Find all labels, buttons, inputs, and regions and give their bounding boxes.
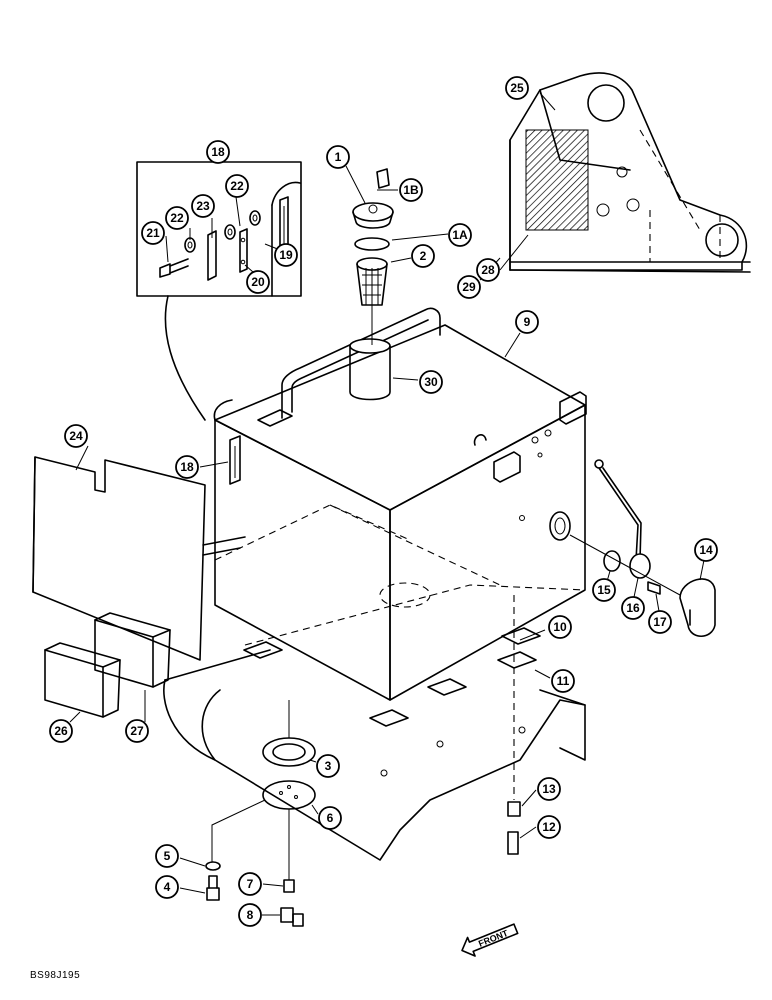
callout-24: 24: [64, 424, 88, 448]
svg-text:5: 5: [164, 849, 171, 863]
callout-28: 28: [476, 258, 500, 282]
svg-text:25: 25: [510, 81, 524, 95]
svg-text:29: 29: [462, 280, 476, 294]
inset-detail-box: [136, 161, 302, 421]
svg-text:7: 7: [247, 877, 254, 891]
drawing-code: BS98J195: [30, 970, 80, 981]
callout-17: 17: [648, 610, 672, 634]
pads: [44, 612, 171, 718]
svg-text:28: 28: [481, 263, 495, 277]
callout-20: 20: [246, 270, 270, 294]
svg-text:6: 6: [327, 811, 334, 825]
callout-30: 30: [419, 370, 443, 394]
callout-9: 9: [515, 310, 539, 334]
callout-26: 26: [49, 719, 73, 743]
svg-text:16: 16: [626, 601, 640, 615]
front-label: FRONT: [477, 928, 510, 949]
callout-7: 7: [238, 872, 262, 896]
cover-plate: [32, 456, 246, 661]
callout-1: 1: [326, 145, 350, 169]
callout-13: 13: [537, 777, 561, 801]
callout-5: 5: [155, 844, 179, 868]
svg-text:13: 13: [542, 782, 556, 796]
svg-text:18: 18: [211, 145, 225, 159]
svg-text:15: 15: [597, 583, 611, 597]
callout-10: 10: [548, 615, 572, 639]
svg-text:23: 23: [196, 199, 210, 213]
frame-detail: [509, 72, 751, 273]
level-sender: [569, 459, 716, 638]
callout-18-tank: 18: [175, 455, 199, 479]
drain-assembly: [205, 595, 521, 927]
callout-8: 8: [238, 903, 262, 927]
callout-16: 16: [621, 596, 645, 620]
svg-text:3: 3: [325, 759, 332, 773]
svg-text:18: 18: [180, 460, 194, 474]
callout-27: 27: [125, 719, 149, 743]
svg-text:17: 17: [653, 615, 667, 629]
svg-text:27: 27: [130, 724, 144, 738]
svg-text:1B: 1B: [403, 183, 419, 197]
svg-text:20: 20: [251, 275, 265, 289]
base-frame: [163, 627, 586, 861]
hydraulic-tank: [213, 307, 587, 701]
callout-4: 4: [155, 875, 179, 899]
svg-text:14: 14: [699, 543, 713, 557]
svg-text:12: 12: [542, 820, 556, 834]
callout-1b: 1B: [399, 178, 423, 202]
svg-text:2: 2: [420, 249, 427, 263]
callout-23: 23: [191, 194, 215, 218]
svg-text:4: 4: [164, 880, 171, 894]
svg-text:30: 30: [424, 375, 438, 389]
callout-22-left: 22: [165, 206, 189, 230]
svg-text:26: 26: [54, 724, 68, 738]
callout-11: 11: [551, 669, 575, 693]
callout-14: 14: [694, 538, 718, 562]
svg-text:22: 22: [230, 179, 244, 193]
callout-12: 12: [537, 815, 561, 839]
svg-text:1A: 1A: [452, 228, 468, 242]
svg-text:8: 8: [247, 908, 254, 922]
callout-3: 3: [316, 754, 340, 778]
svg-text:24: 24: [69, 429, 83, 443]
callout-2: 2: [411, 244, 435, 268]
callout-18-inset: 18: [206, 140, 230, 164]
callout-19: 19: [274, 243, 298, 267]
svg-text:10: 10: [553, 620, 567, 634]
callout-25: 25: [505, 76, 529, 100]
callout-29: 29: [457, 275, 481, 299]
svg-text:19: 19: [279, 248, 293, 262]
callout-21: 21: [141, 221, 165, 245]
callout-6: 6: [318, 806, 342, 830]
svg-text:9: 9: [524, 315, 531, 329]
callout-1a: 1A: [448, 223, 472, 247]
svg-text:11: 11: [557, 674, 570, 688]
svg-text:22: 22: [170, 211, 184, 225]
svg-text:21: 21: [146, 226, 160, 240]
front-arrow: FRONT: [461, 923, 519, 957]
cap-assembly: [352, 168, 394, 345]
callout-22-right: 22: [225, 174, 249, 198]
callout-15: 15: [592, 578, 616, 602]
svg-text:1: 1: [335, 150, 342, 164]
